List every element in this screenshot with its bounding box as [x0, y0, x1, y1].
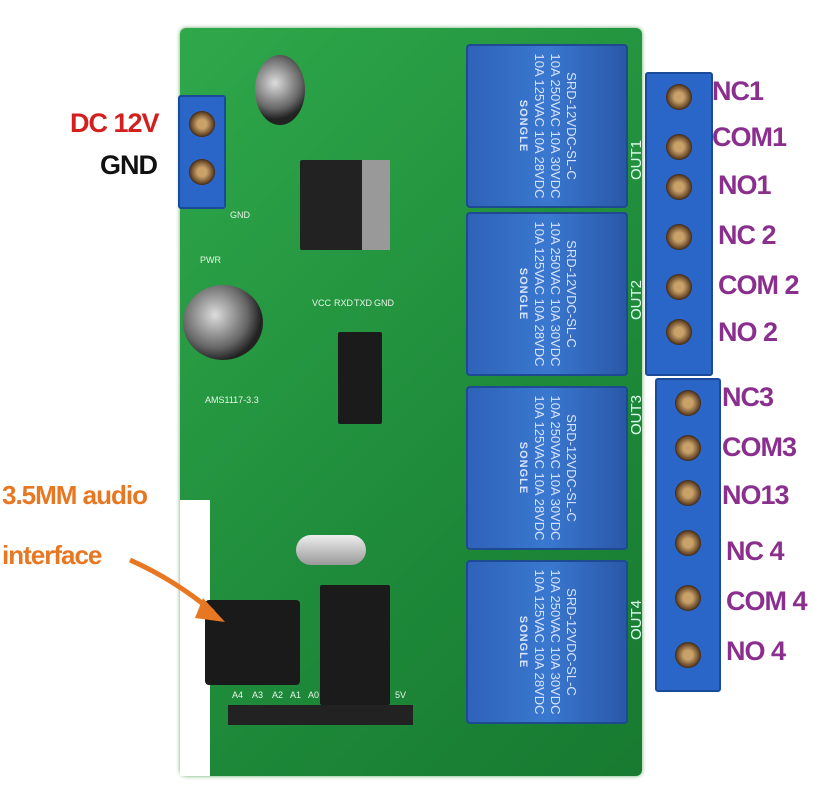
label-nc3: NC3: [722, 382, 774, 412]
screw-icon: [666, 174, 692, 200]
relay-brand: SONGLE: [517, 441, 529, 495]
arrow-icon: [128, 557, 225, 622]
screw-icon: [675, 435, 701, 461]
decoder-chip: [320, 585, 390, 705]
silk-out4: OUT4: [628, 599, 645, 640]
screw-icon: [189, 159, 215, 185]
label-com2: COM 2: [718, 270, 800, 300]
relay-ratings2: 10A 125VAC 10A 28VDC: [532, 221, 547, 367]
screw-icon: [189, 111, 215, 137]
relay-model: SRD-12VDC-SL-C: [564, 240, 579, 348]
label-com3: COM3: [722, 432, 797, 462]
relay-brand: SONGLE: [517, 267, 529, 321]
ic-chip: [338, 332, 382, 424]
screw-icon: [666, 224, 692, 250]
screw-icon: [666, 84, 692, 110]
output-terminal-block-1: [645, 72, 713, 376]
silk-vcc: VCC: [312, 298, 332, 308]
label-nc2: NC 2: [718, 220, 777, 250]
relay-brand: SONGLE: [517, 615, 529, 669]
gnd-label: GND: [100, 150, 158, 180]
pin-header: [228, 705, 413, 725]
label-com4: COM 4: [726, 586, 808, 616]
label-nc4: NC 4: [726, 536, 785, 566]
silk-gnd: GND: [230, 210, 250, 220]
screw-icon: [675, 390, 701, 416]
screw-icon: [675, 530, 701, 556]
relay-model: SRD-12VDC-SL-C: [564, 588, 579, 696]
silk-a3: A3: [252, 690, 264, 700]
label-no2: NO 2: [718, 317, 778, 347]
silk-rxd: RXD: [334, 298, 354, 308]
silk-a0: A0: [308, 690, 320, 700]
relay-ratings2: 10A 125VAC 10A 28VDC: [532, 53, 547, 199]
relay-brand: SONGLE: [517, 99, 529, 153]
silk-out1: OUT1: [628, 139, 645, 180]
relay-model: SRD-12VDC-SL-C: [564, 72, 579, 180]
dc-12v-label: DC 12V: [70, 108, 160, 138]
screw-icon: [666, 134, 692, 160]
silk-a2: A2: [272, 690, 284, 700]
label-no4: NO 4: [726, 636, 786, 666]
silk-5v: 5V: [395, 690, 407, 700]
relay-model: SRD-12VDC-SL-C: [564, 414, 579, 522]
label-no13: NO13: [722, 480, 790, 510]
silk-a4: A4: [232, 690, 244, 700]
screw-icon: [666, 319, 692, 345]
screw-icon: [675, 642, 701, 668]
audio-label-line2: interface: [2, 540, 102, 570]
relay-ratings2: 10A 125VAC 10A 28VDC: [532, 569, 547, 715]
label-nc1: NC1: [712, 76, 764, 106]
label-com1: COM1: [712, 122, 787, 152]
dc-power-terminal: [178, 95, 226, 209]
regulator-tab: [362, 160, 390, 250]
silk-txd: TXD: [354, 298, 372, 308]
electrolytic-capacitor: [255, 55, 305, 125]
relay-ratings: 10A 250VAC 10A 30VDC: [548, 221, 563, 367]
silk-regulator: AMS1117-3.3: [205, 395, 259, 405]
relay-ratings2: 10A 125VAC 10A 28VDC: [532, 395, 547, 541]
audio-label-line1: 3.5MM audio: [2, 480, 148, 510]
silk-pwr: PWR: [200, 255, 221, 265]
silk-out3: OUT3: [628, 394, 645, 435]
screw-icon: [675, 585, 701, 611]
silk-out2: OUT2: [628, 279, 645, 320]
silk-gnd2: GND: [374, 298, 394, 308]
output-terminal-block-2: [655, 378, 721, 692]
screw-icon: [675, 480, 701, 506]
electrolytic-capacitor: [183, 285, 263, 360]
relay-ratings: 10A 250VAC 10A 30VDC: [548, 569, 563, 715]
relay-ratings: 10A 250VAC 10A 30VDC: [548, 53, 563, 199]
label-no1: NO1: [718, 170, 772, 200]
crystal: [296, 535, 366, 565]
relay-ratings: 10A 250VAC 10A 30VDC: [548, 395, 563, 541]
screw-icon: [666, 274, 692, 300]
audio-jack: [205, 600, 300, 685]
silk-a1: A1: [290, 690, 302, 700]
